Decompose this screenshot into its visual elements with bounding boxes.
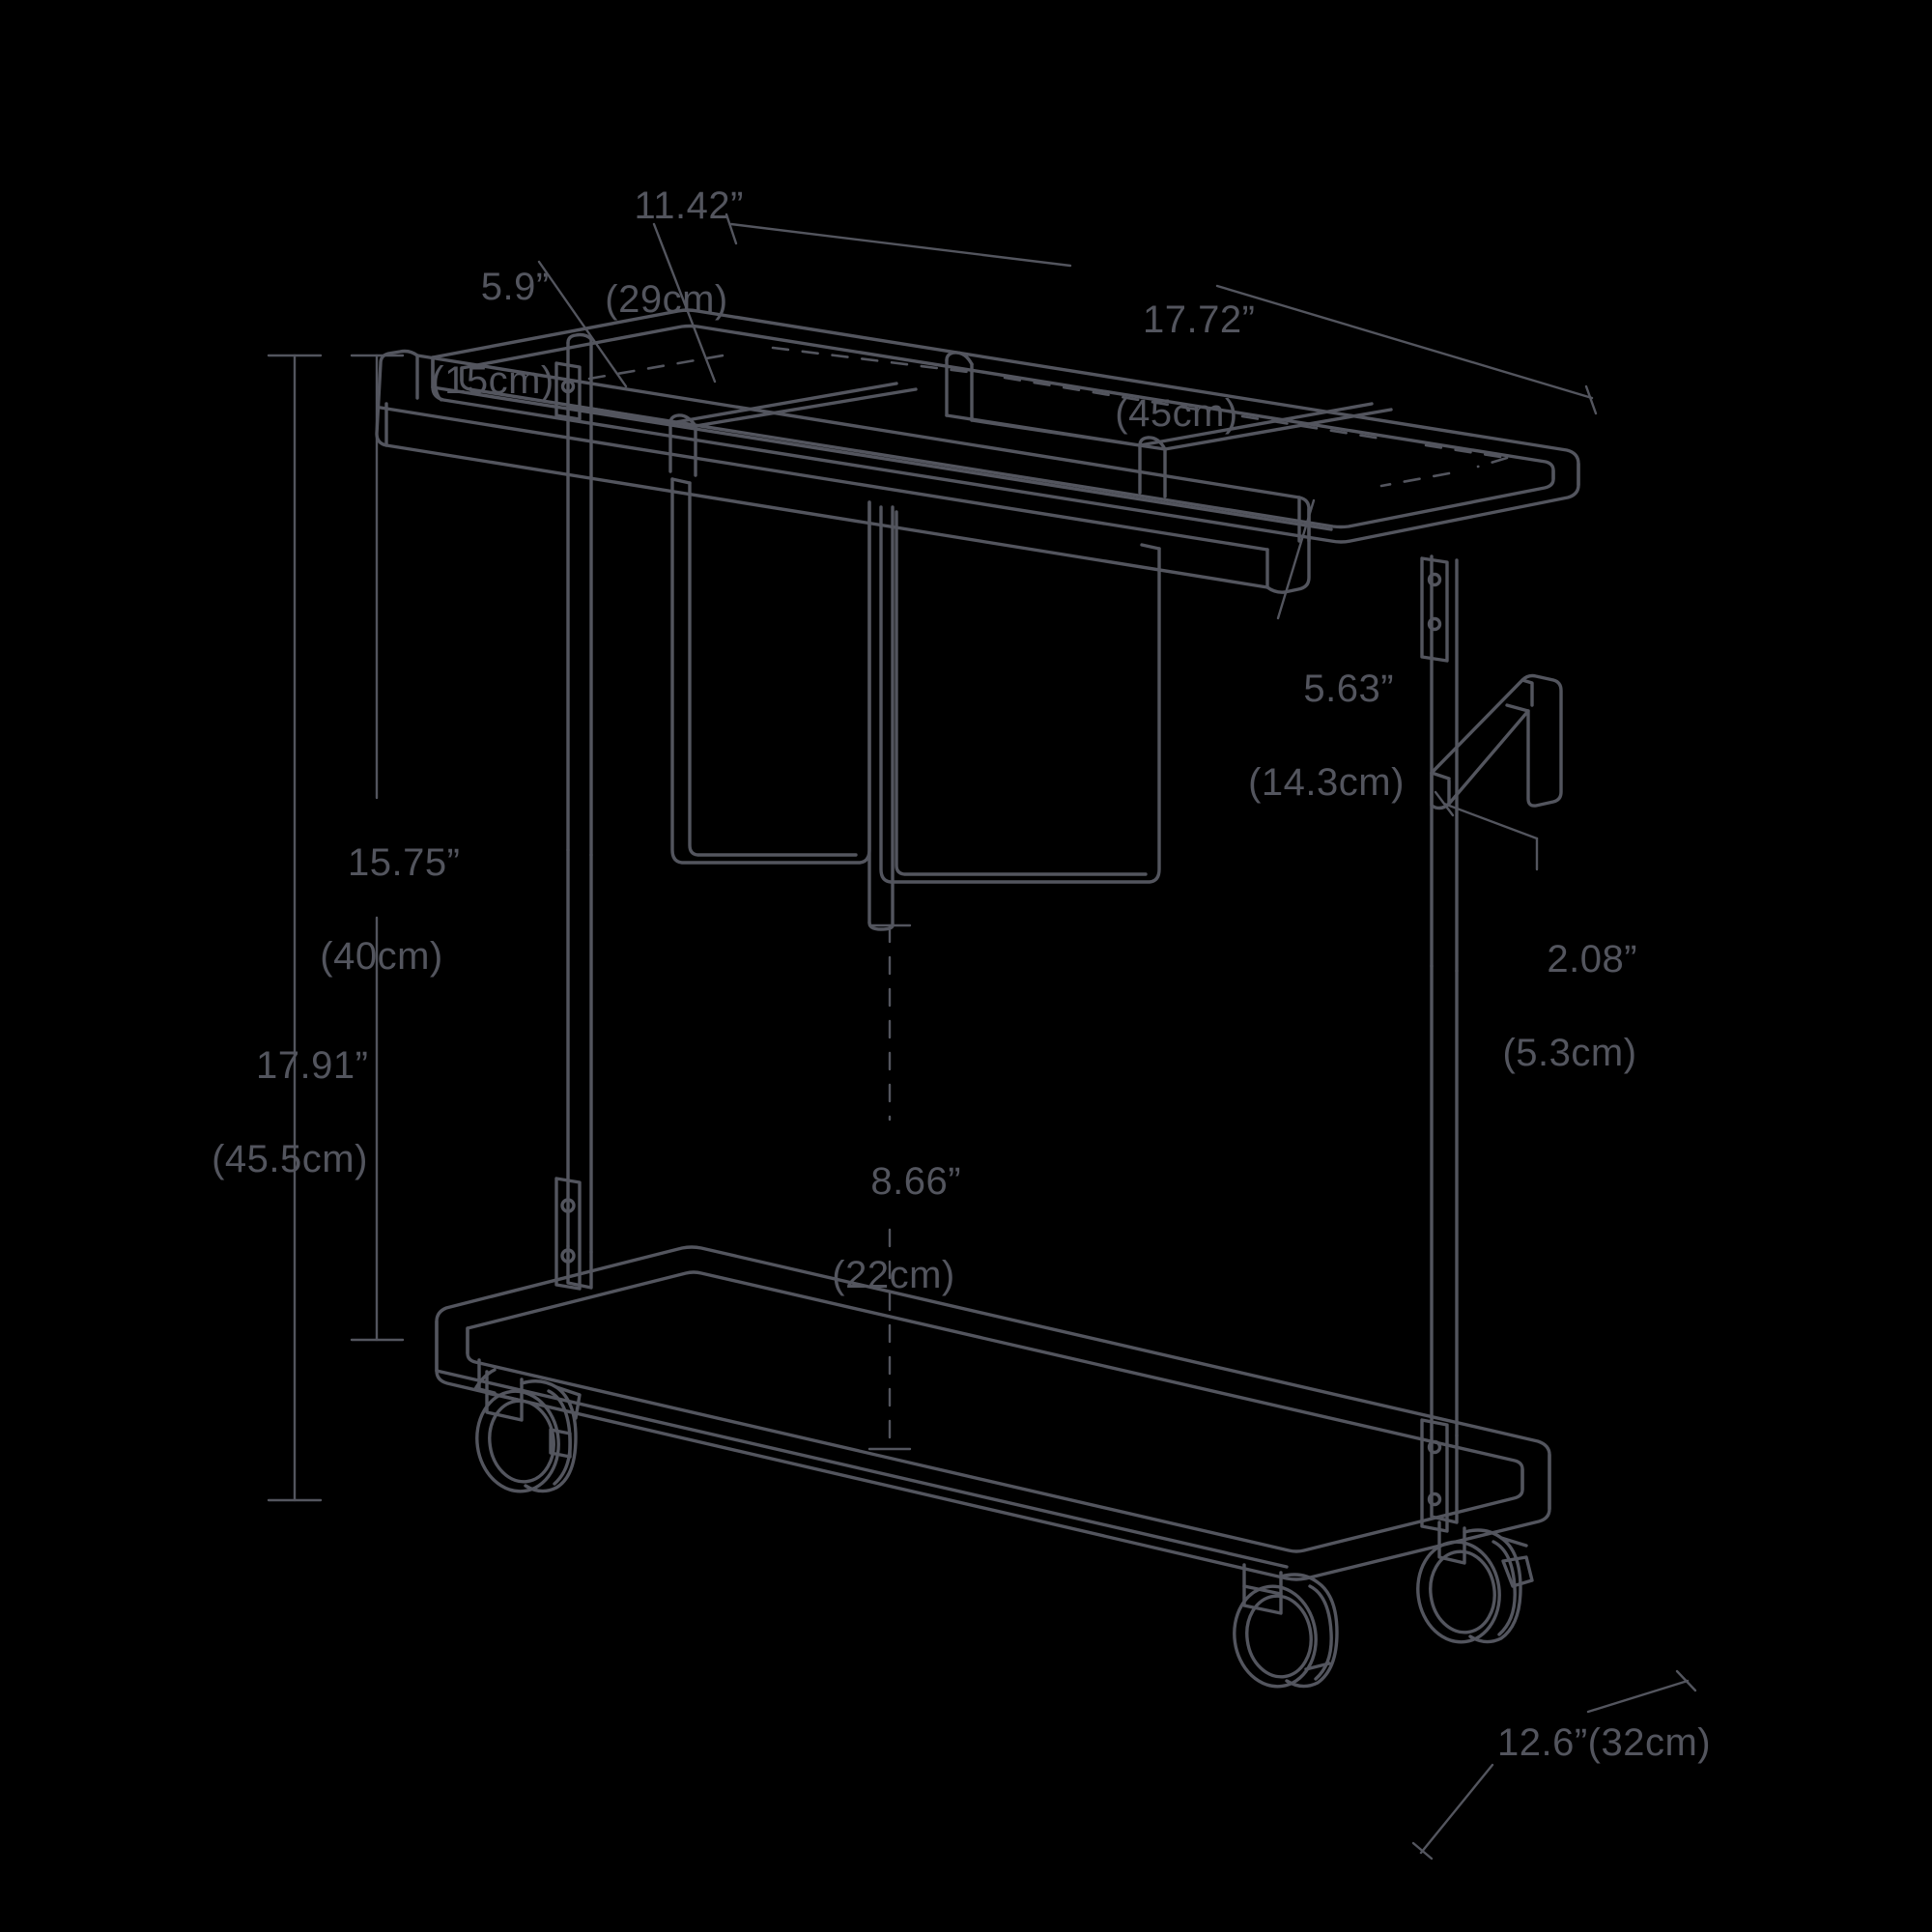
- dimension-value-imperial: 5.9”: [480, 265, 550, 308]
- handle-rail: [375, 349, 1311, 594]
- dimension-lines: [267, 213, 1697, 1861]
- dimension-value-imperial: 17.91”: [256, 1043, 369, 1087]
- side-hook: [1430, 673, 1563, 810]
- dimension-value-imperial: 17.72”: [1143, 298, 1256, 341]
- dimension-value-metric: (40cm): [320, 935, 443, 979]
- left-leg: [554, 361, 593, 1291]
- dimension-value-metric: (5.3cm): [1502, 1032, 1637, 1075]
- hanging-sling: [670, 477, 1161, 931]
- dimension-value-metric: (15cm): [431, 359, 554, 403]
- caster-front-right: [1233, 1563, 1339, 1689]
- dimension-value-imperial: 8.66”: [870, 1159, 962, 1203]
- dimension-value-imperial: 5.63”: [1303, 667, 1395, 710]
- caster-rear-left: [473, 1358, 497, 1395]
- dimension-label-cart-depth: 12.6”(32cm): [1497, 1719, 1903, 1767]
- dimension-value-metric: (14.3cm): [1248, 761, 1405, 805]
- dimension-label-upper-height: 15.75” (40cm): [290, 792, 473, 1075]
- dimension-line-top-depth: [652, 222, 717, 384]
- dimension-label-hook-depth: 2.08” (5.3cm): [1459, 889, 1681, 1172]
- dimension-line-cart-depth: [1411, 1669, 1697, 1861]
- dimension-ticks-sling-height: [867, 923, 912, 1451]
- dimension-line-top-width: [724, 213, 1598, 415]
- dimension-value-metric: (45.5cm): [212, 1138, 368, 1181]
- dimension-value-inline: 12.6”(32cm): [1497, 1721, 1712, 1764]
- top-shelf: [431, 308, 1580, 544]
- dimension-value-metric: (22cm): [832, 1254, 955, 1297]
- dimension-label-top-shelf-width: 17.72” (45cm): [1056, 249, 1297, 532]
- dimension-line-divider: [537, 260, 628, 388]
- dimension-value-imperial: 15.75”: [348, 840, 461, 884]
- dimension-label-total-height: 17.91” (45.5cm): [179, 995, 401, 1278]
- dimension-value-imperial: 2.08”: [1547, 937, 1638, 980]
- dimension-value-metric: (45cm): [1115, 392, 1238, 436]
- caster-rear-right: [1416, 1520, 1534, 1644]
- dimension-label-top-shelf-depth: 11.42” (29cm): [546, 135, 787, 418]
- dimension-line-hook-depth: [1434, 790, 1539, 871]
- dimension-value-metric: (29cm): [605, 278, 728, 322]
- dimension-label-top-shelf-divider: 5.9” (15cm): [386, 216, 599, 499]
- dimension-label-sling-height: 8.66” (22cm): [792, 1111, 995, 1394]
- right-leg: [1420, 554, 1459, 1533]
- dimension-value-imperial: 11.42”: [634, 184, 744, 227]
- dimension-label-shelf-side-depth: 5.63” (14.3cm): [1206, 618, 1447, 901]
- dimension-line-total-height: [267, 354, 323, 1502]
